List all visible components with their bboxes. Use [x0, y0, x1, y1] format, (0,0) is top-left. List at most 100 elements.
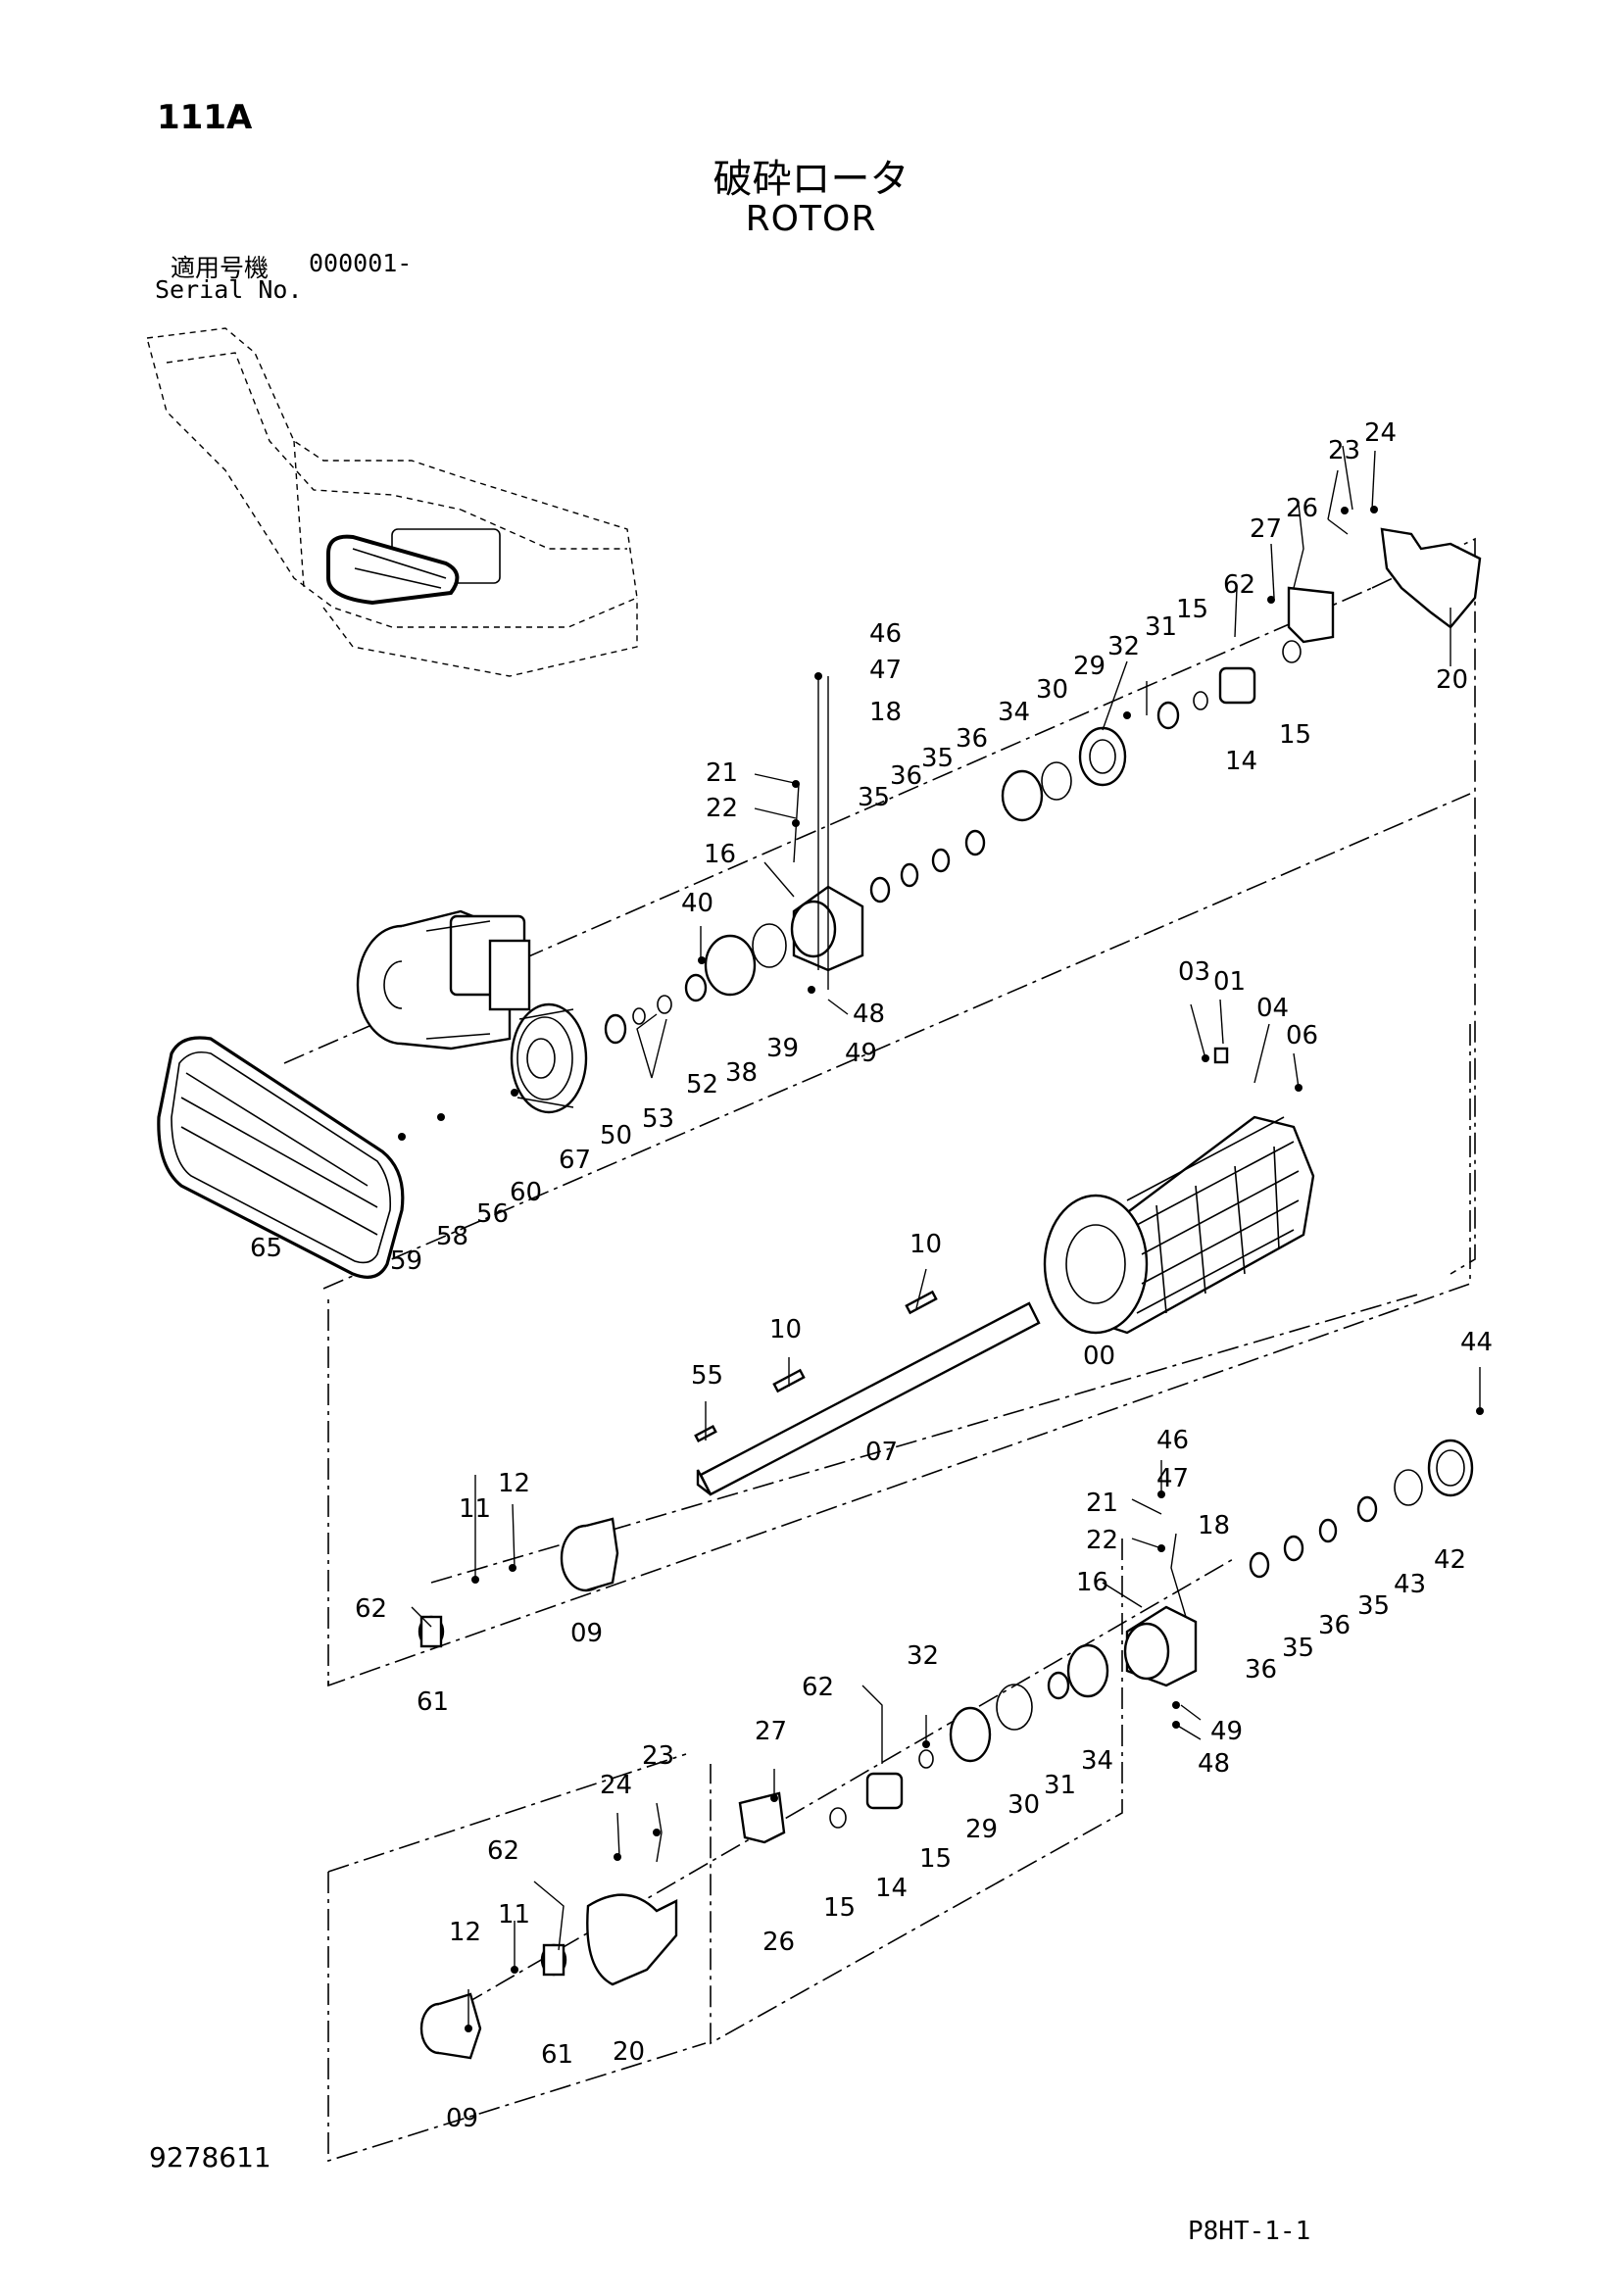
callout: 40	[681, 889, 713, 918]
upper-bearing-assembly	[604, 527, 1482, 1045]
callout: 61	[541, 2040, 573, 2070]
callout: 35	[858, 783, 890, 812]
callout: 23	[642, 1741, 674, 1771]
drive-belt	[157, 1036, 405, 1279]
callout: 52	[686, 1070, 718, 1099]
callout: 46	[1156, 1426, 1189, 1455]
callout-labels: 23 24 26 27 62 20 15 31 32 29 14 15 46 4…	[250, 418, 1493, 2133]
callout: 35	[921, 744, 954, 773]
callout: 21	[706, 758, 738, 788]
callout: 60	[510, 1178, 542, 1207]
callout: 48	[1198, 1749, 1230, 1779]
callout: 49	[1210, 1717, 1243, 1746]
callout: 04	[1256, 994, 1289, 1023]
callout: 62	[487, 1836, 519, 1866]
callout: 62	[355, 1594, 387, 1624]
callout: 10	[909, 1230, 942, 1259]
callout: 36	[1318, 1611, 1351, 1640]
callout: 35	[1357, 1591, 1390, 1621]
machine-overview-illustration	[146, 327, 638, 677]
callout: 34	[1081, 1746, 1113, 1776]
leader-lines	[411, 445, 1481, 2028]
callout: 07	[865, 1438, 898, 1467]
callout: 27	[1250, 514, 1282, 544]
callout: 48	[853, 1000, 885, 1029]
callout: 16	[704, 840, 736, 869]
serial-number-value: 000001-	[309, 249, 413, 277]
callout: 11	[498, 1900, 530, 1930]
title-japanese: 破砕ロータ	[713, 157, 909, 202]
callout: 32	[1107, 632, 1140, 661]
callout: 09	[570, 1619, 603, 1648]
callout: 18	[1198, 1511, 1230, 1540]
callout: 56	[476, 1199, 509, 1229]
callout: 00	[1083, 1342, 1115, 1371]
callout: 53	[642, 1104, 674, 1134]
serial-label-japanese: 適用号機	[171, 254, 270, 282]
callout: 36	[1245, 1655, 1277, 1685]
callout: 29	[965, 1815, 998, 1844]
callout: 15	[919, 1844, 952, 1874]
callout: 42	[1434, 1545, 1466, 1575]
callout: 32	[907, 1641, 939, 1671]
callout: 43	[1394, 1570, 1426, 1599]
callout: 58	[436, 1222, 468, 1251]
callout: 62	[802, 1673, 834, 1702]
lower-bearing-assembly	[419, 1439, 1474, 2060]
callout: 15	[1176, 595, 1208, 624]
callout: 22	[1086, 1526, 1118, 1555]
callout: 36	[956, 724, 988, 754]
sheet-reference: P8HT-1-1	[1188, 2217, 1311, 2246]
callout: 35	[1282, 1634, 1314, 1663]
callout: 31	[1044, 1771, 1076, 1800]
callout: 50	[600, 1121, 632, 1150]
callout: 30	[1036, 675, 1068, 705]
callout: 12	[498, 1469, 530, 1498]
callout: 12	[449, 1918, 481, 1947]
callout: 34	[998, 698, 1030, 727]
callout: 24	[600, 1771, 632, 1800]
callout: 38	[725, 1058, 758, 1088]
callout: 01	[1213, 967, 1246, 997]
callout: 09	[446, 2104, 478, 2133]
callout: 21	[1086, 1489, 1118, 1518]
callout: 11	[459, 1494, 491, 1524]
fastener-dots	[398, 506, 1484, 2032]
rotor-drum	[1043, 1047, 1315, 1335]
lower-hub-assembly	[418, 1517, 619, 1648]
callout: 62	[1223, 570, 1255, 600]
main-shaft	[694, 1290, 1041, 1496]
drawing-number: 9278611	[149, 2141, 271, 2174]
callout: 29	[1073, 652, 1106, 681]
callout: 47	[869, 656, 902, 685]
callout: 61	[417, 1687, 449, 1717]
callout: 22	[706, 794, 738, 823]
callout: 18	[869, 698, 902, 727]
callout: 59	[390, 1246, 422, 1276]
pulley	[510, 1002, 588, 1114]
callout: 24	[1364, 418, 1397, 448]
callout: 16	[1076, 1568, 1108, 1597]
callout: 15	[1279, 720, 1311, 750]
callout: 44	[1460, 1328, 1493, 1357]
callout: 14	[875, 1874, 908, 1903]
callout: 46	[869, 619, 902, 649]
callout: 55	[691, 1361, 723, 1391]
title-english: ROTOR	[745, 199, 877, 239]
callout: 67	[559, 1146, 591, 1175]
callout: 14	[1225, 747, 1257, 776]
callout: 06	[1286, 1021, 1318, 1050]
callout: 10	[769, 1315, 802, 1344]
callout: 23	[1328, 436, 1360, 465]
callout: 47	[1156, 1464, 1189, 1493]
callout: 65	[250, 1234, 282, 1263]
serial-label-english: Serial No.	[155, 275, 303, 304]
callout: 26	[1286, 494, 1318, 523]
page-code: 111A	[157, 98, 253, 137]
callout: 31	[1145, 612, 1177, 642]
callout: 36	[890, 761, 922, 791]
callout: 27	[755, 1717, 787, 1746]
callout: 20	[1436, 665, 1468, 695]
callout: 39	[766, 1034, 799, 1063]
callout: 26	[762, 1928, 795, 1957]
